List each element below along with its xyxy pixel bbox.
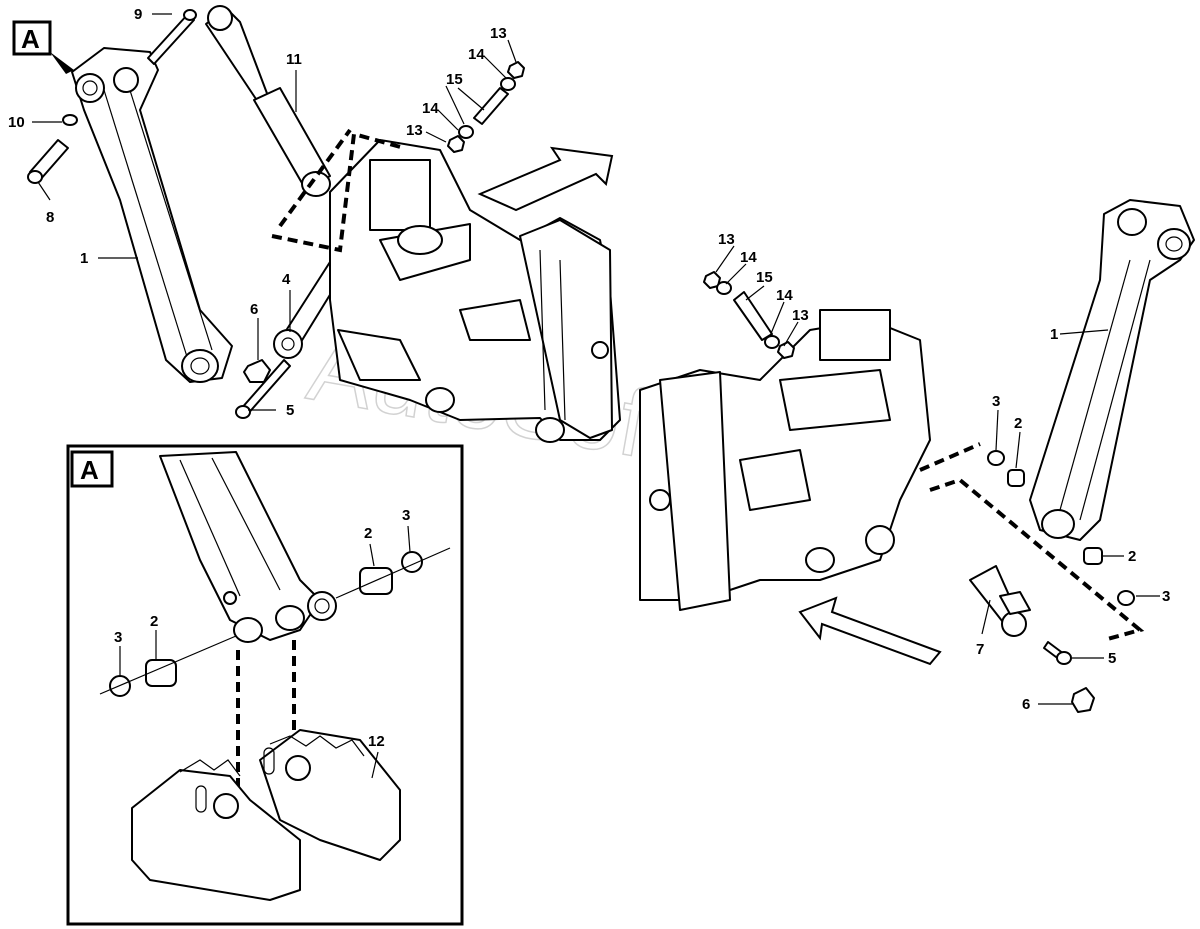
detail-a-inset-label: A [80,455,99,485]
callout-1-left: 1 [80,250,88,267]
direction-arrow-upper [477,146,614,212]
callout-2-inset-right: 2 [364,525,372,542]
callout-8: 8 [46,209,54,226]
callout-3-right-a: 3 [992,393,1000,410]
callout-2-right-b: 2 [1128,548,1136,565]
cylinder-7 [969,565,1031,637]
callout-6-right: 6 [1022,696,1030,713]
right-frame [639,309,931,611]
callout-13-upper-a: 13 [490,25,507,42]
bushing-set-right [987,450,1135,606]
pin-set-upper-left [447,61,525,153]
bolt-5-right [1043,641,1072,665]
left-frame [329,139,621,443]
callout-4: 4 [282,271,291,288]
callout-13-upper-b: 13 [406,122,423,139]
callout-13-right-a: 13 [718,231,735,248]
callout-6-left: 6 [250,301,258,318]
left-assembly-dash-guide [271,128,405,253]
right-lift-arm [1029,199,1195,541]
pin-set-right [703,271,795,359]
callout-14-right-b: 14 [776,287,793,304]
callout-3-inset-right: 3 [402,507,410,524]
callout-14-upper-b: 14 [422,100,439,117]
callout-12: 12 [368,733,385,750]
callout-numbers: 9 10 8 1 11 4 6 5 13 14 15 14 13 13 14 1… [8,6,1170,750]
callout-7: 7 [976,641,984,658]
callout-14-upper-a: 14 [468,46,485,63]
callout-3-right-b: 3 [1162,588,1170,605]
left-lift-arm [71,47,233,383]
bolt-9 [147,9,197,65]
callout-14-right-a: 14 [740,249,757,266]
bolt-5-left [235,359,291,419]
callout-1-right: 1 [1050,326,1058,343]
callout-15-upper: 15 [446,71,463,88]
callout-5-right: 5 [1108,650,1116,667]
callout-3-inset-left: 3 [114,629,122,646]
pin-8 [27,139,69,184]
cylinder-4 [273,261,345,359]
callout-11: 11 [286,51,302,68]
detail-a-inset: A [66,444,464,926]
nut-6-left [243,359,271,383]
detail-a-marker: A [12,20,74,74]
direction-arrow-lower [798,596,942,666]
cylinder-11 [205,5,331,197]
callout-2-right-a: 2 [1014,415,1022,432]
detail-a-marker-label: A [21,24,40,54]
callout-5-left: 5 [286,402,294,419]
leader-lines [32,13,1160,779]
washer-10 [62,114,78,126]
callout-10: 10 [8,114,25,131]
callout-2-inset-left: 2 [150,613,158,630]
callout-13-right-b: 13 [792,307,809,324]
right-assembly-dash-guide [919,442,1145,642]
callout-9: 9 [134,6,142,23]
nut-6-right [1071,687,1095,713]
callout-15-right: 15 [756,269,773,286]
